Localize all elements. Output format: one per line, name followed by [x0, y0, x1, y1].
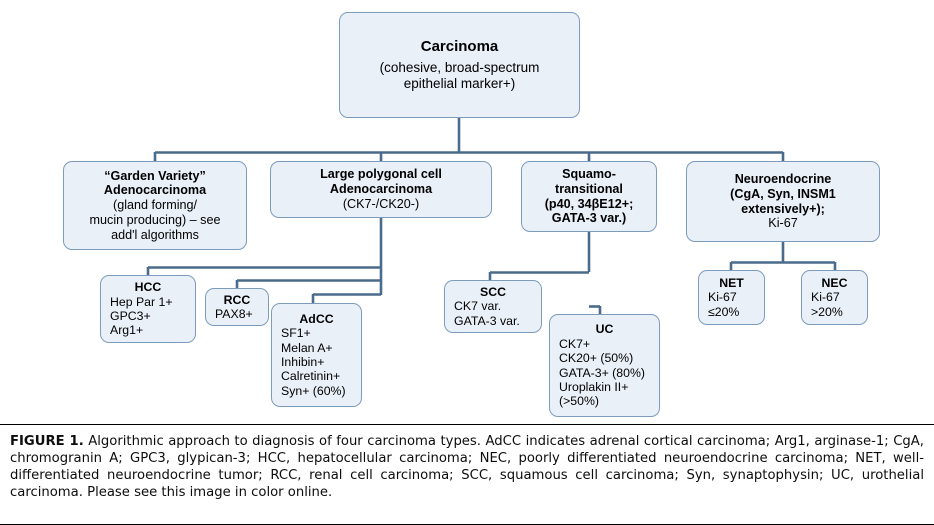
- node-adcc-line-1: SF1+: [281, 326, 311, 341]
- node-rcc[interactable]: RCC PAX8+: [205, 288, 269, 326]
- node-scc-line-1: CK7 var.: [454, 299, 502, 314]
- node-carcinoma[interactable]: Carcinoma (cohesive, broad-spectrum epit…: [339, 12, 580, 118]
- node-large-polygonal-title-1: Large polygonal cell: [320, 167, 442, 182]
- figure-caption: FIGURE 1. Algorithmic approach to diagno…: [10, 433, 924, 502]
- node-neuroendocrine[interactable]: Neuroendocrine (CgA, Syn, INSM1 extensiv…: [686, 161, 880, 242]
- node-adcc-line-5: Syn+ (60%): [281, 383, 346, 398]
- node-uc-line-3: GATA-3+ (80%): [559, 365, 645, 380]
- figure-caption-text: Algorithmic approach to diagnosis of fou…: [10, 434, 924, 501]
- node-nec[interactable]: NEC Ki-67 >20%: [801, 270, 868, 325]
- node-rcc-title: RCC: [223, 292, 251, 307]
- node-squamo-title-2: transitional: [555, 181, 623, 196]
- node-net[interactable]: NET Ki-67 ≤20%: [698, 270, 765, 325]
- node-garden-line-3: add'l algorithms: [111, 227, 199, 242]
- node-scc-title: SCC: [480, 284, 506, 299]
- node-net-line-1: Ki-67: [708, 290, 737, 305]
- node-net-line-2: ≤20%: [708, 304, 740, 319]
- algorithm-flowchart: Carcinoma (cohesive, broad-spectrum epit…: [63, 12, 880, 417]
- node-uc-title: UC: [595, 322, 614, 337]
- node-garden-title-1: “Garden Variety”: [104, 168, 206, 183]
- node-adcc-title: AdCC: [299, 311, 334, 326]
- node-carcinoma-line-2: epithelial marker+): [403, 76, 516, 92]
- node-scc-line-2: GATA-3 var.: [454, 313, 520, 328]
- node-neuroendocrine-line-1: Ki-67: [768, 216, 798, 231]
- node-nec-line-2: >20%: [811, 304, 843, 319]
- node-nec-line-1: Ki-67: [811, 290, 840, 305]
- node-squamo-title-3: (p40, 34βE12+;: [544, 196, 634, 211]
- node-garden-title-2: Adenocarcinoma: [103, 183, 207, 198]
- node-squamo-title-1: Squamo-: [562, 167, 616, 182]
- node-adcc[interactable]: AdCC SF1+ Melan A+ Inhibin+ Calretinin+ …: [271, 303, 362, 407]
- node-net-title: NET: [719, 275, 744, 290]
- node-adcc-line-2: Melan A+: [281, 340, 333, 355]
- node-carcinoma-line-1: (cohesive, broad-spectrum: [379, 60, 540, 76]
- node-hcc-line-1: Hep Par 1+: [110, 294, 173, 309]
- node-hcc[interactable]: HCC Hep Par 1+ GPC3+ Arg1+: [100, 275, 196, 343]
- flowchart-connectors: [146, 118, 837, 314]
- node-hcc-line-3: Arg1+: [110, 323, 144, 338]
- node-uc-line-2: CK20+ (50%): [559, 351, 634, 366]
- node-hcc-line-2: GPC3+: [110, 309, 151, 323]
- node-garden-variety-adenocarcinoma[interactable]: “Garden Variety” Adenocarcinoma (gland f…: [63, 161, 247, 250]
- figure-caption-container: FIGURE 1. Algorithmic approach to diagno…: [0, 424, 934, 525]
- node-scc[interactable]: SCC CK7 var. GATA-3 var.: [444, 280, 542, 333]
- node-carcinoma-title: Carcinoma: [420, 37, 499, 55]
- node-neuroendocrine-title-2: (CgA, Syn, INSM1: [730, 186, 836, 201]
- node-large-polygonal-cell-adenocarcinoma[interactable]: Large polygonal cell Adenocarcinoma (CK7…: [270, 161, 492, 218]
- node-adcc-line-3: Inhibin+: [281, 355, 325, 369]
- node-rcc-line-1: PAX8+: [215, 307, 253, 321]
- node-hcc-title: HCC: [134, 280, 162, 295]
- node-uc-line-5: (>50%): [559, 394, 599, 409]
- node-large-polygonal-line-1: (CK7-/CK20-): [342, 196, 420, 211]
- node-neuroendocrine-title-3: extensively+);: [741, 201, 825, 216]
- figure-label: FIGURE 1.: [10, 434, 84, 449]
- node-uc-line-1: CK7+: [559, 336, 591, 351]
- node-squamo-title-4: GATA-3 var.): [551, 211, 627, 226]
- node-garden-line-2: mucin producing) – see: [89, 212, 221, 227]
- node-nec-title: NEC: [821, 275, 848, 290]
- node-uc-line-4: Uroplakin II+: [559, 379, 629, 394]
- node-uc[interactable]: UC CK7+ CK20+ (50%) GATA-3+ (80%) Uropla…: [549, 314, 660, 417]
- node-adcc-line-4: Calretinin+: [281, 369, 341, 384]
- node-squamo-transitional[interactable]: Squamo- transitional (p40, 34βE12+; GATA…: [521, 161, 657, 232]
- node-neuroendocrine-title-1: Neuroendocrine: [734, 172, 832, 187]
- node-large-polygonal-title-2: Adenocarcinoma: [329, 182, 433, 197]
- node-garden-line-1: (gland forming/: [113, 198, 197, 213]
